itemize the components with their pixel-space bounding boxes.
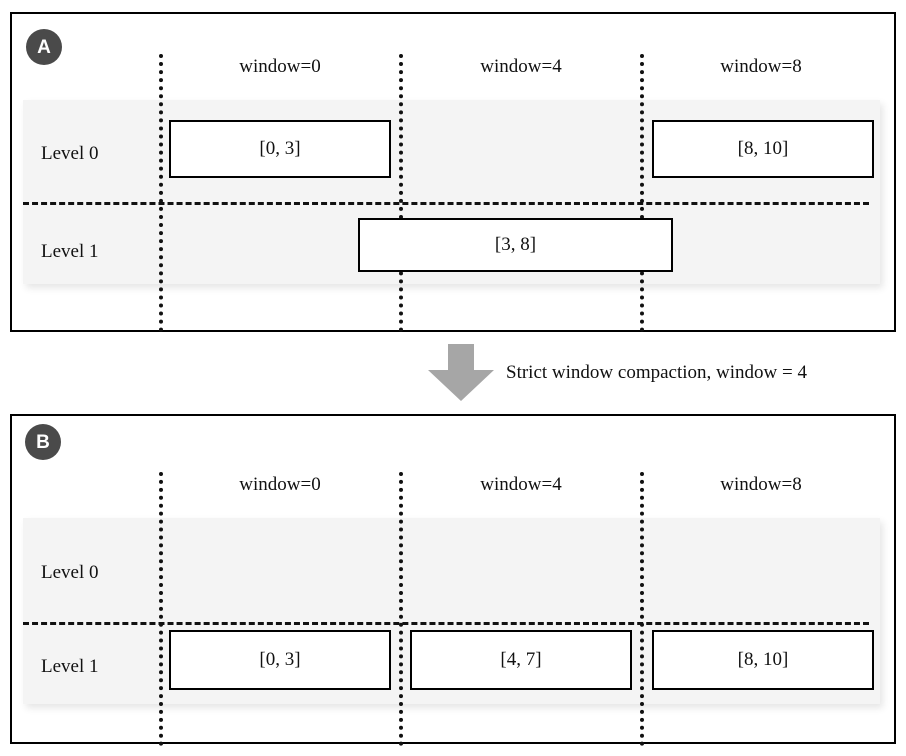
panel-b-level-divider [23, 622, 869, 625]
panel-b-level-label-1: Level 1 [41, 656, 99, 677]
panel-a-window-header-1: window=4 [480, 56, 562, 77]
panel-b: B window=0 window=4 window=8 Level 0 Lev… [10, 414, 896, 746]
panel-b-badge: B [25, 424, 61, 460]
panel-a-level-divider [23, 202, 869, 205]
panel-a-badge: A [26, 29, 62, 65]
panel-a-interval-box-0-3[interactable]: [0, 3] [169, 120, 391, 178]
panel-a-window-header-0: window=0 [239, 56, 321, 77]
panel-b-window-divider-2 [640, 472, 648, 746]
panel-a-window-divider-1 [399, 54, 407, 332]
panel-b-window-header-2: window=8 [720, 474, 802, 495]
panel-a-window-header-2: window=8 [720, 56, 802, 77]
panel-a-window-divider-2 [640, 54, 648, 332]
panel-b-window-divider-1 [399, 472, 407, 746]
panel-a-level-label-0: Level 0 [41, 143, 99, 164]
panel-a-interval-box-3-8[interactable]: [3, 8] [358, 218, 673, 272]
transition-label: Strict window compaction, window = 4 [506, 362, 807, 383]
panel-b-window-header-0: window=0 [239, 474, 321, 495]
panel-b-window-header-1: window=4 [480, 474, 562, 495]
panel-b-interval-box-4-7[interactable]: [4, 7] [410, 630, 632, 690]
panel-b-window-divider-0 [159, 472, 167, 746]
panel-b-interval-box-0-3[interactable]: [0, 3] [169, 630, 391, 690]
panel-b-interval-box-8-10[interactable]: [8, 10] [652, 630, 874, 690]
panel-b-level-label-0: Level 0 [41, 562, 99, 583]
arrow-down-icon [428, 344, 494, 401]
transition-group: Strict window compaction, window = 4 [0, 336, 906, 412]
panel-a: A window=0 window=4 window=8 Level 0 Lev… [10, 12, 896, 332]
panel-a-interval-box-8-10[interactable]: [8, 10] [652, 120, 874, 178]
panel-a-level-label-1: Level 1 [41, 241, 99, 262]
panel-a-window-divider-0 [159, 54, 167, 332]
